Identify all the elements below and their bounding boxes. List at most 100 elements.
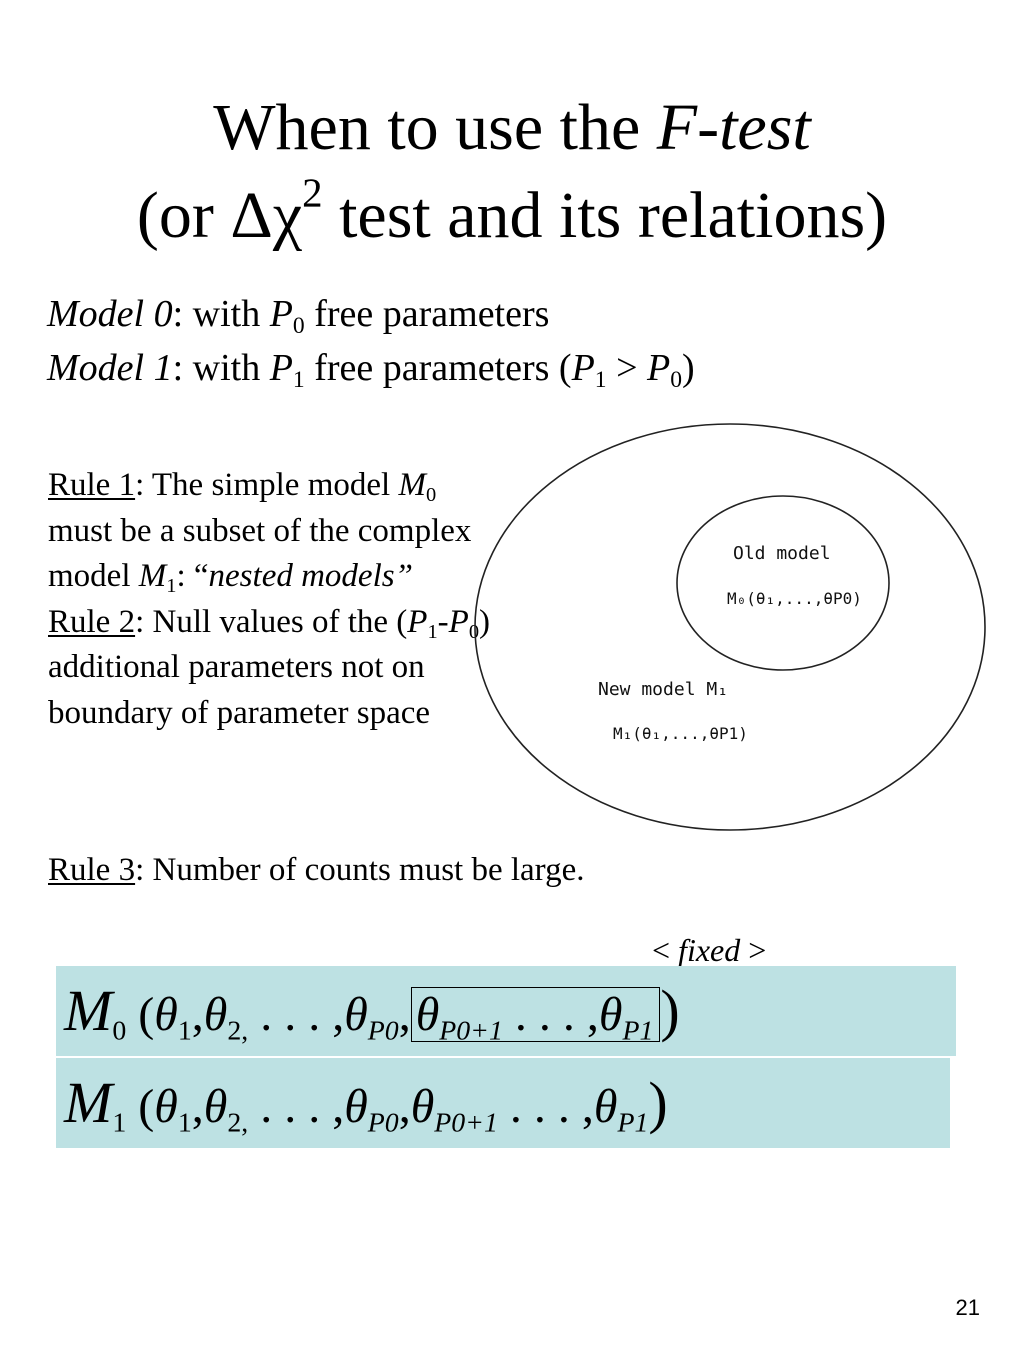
title-f-test: F-test xyxy=(656,91,811,164)
eq0-m-index: 0 xyxy=(112,1015,127,1047)
eq0-theta-p0: θ xyxy=(344,988,368,1041)
eq1-m: M xyxy=(64,1070,113,1135)
eq0-ellipsis-1: . . . , xyxy=(248,988,345,1041)
eq0-theta-2-index: 2, xyxy=(227,1015,249,1047)
eq0-theta-1: θ xyxy=(154,988,178,1041)
model-1-close: ) xyxy=(682,347,695,389)
title-rest: test and its relations) xyxy=(322,179,888,252)
rule-1-text-a: : The simple model xyxy=(135,467,399,503)
new-model-formula: M₁(θ₁,...,θP1) xyxy=(613,724,748,743)
eq1-close: ) xyxy=(648,1070,668,1135)
eq1-theta-p0-index: P0 xyxy=(367,1107,399,1139)
rule-2-dash: - xyxy=(437,603,449,640)
old-model-formula: M₀(θ₁,...,θP0) xyxy=(727,589,862,608)
fixed-close: > xyxy=(740,932,767,968)
eq1-open: ( xyxy=(126,1080,155,1133)
eq0-m: M xyxy=(64,978,113,1043)
page-number: 21 xyxy=(955,1295,980,1320)
equation-band-m1 xyxy=(56,1058,950,1148)
rule-1-m1: M xyxy=(138,558,167,594)
eq1-theta-p1-index: P1 xyxy=(617,1107,649,1139)
eq0-theta-p0p1-index: P0+1 xyxy=(439,1015,503,1047)
model-1-with: : with xyxy=(172,347,270,389)
eq1-ellipsis-1: . . . , xyxy=(248,1080,345,1133)
eq1-theta-p0p1-index: P0+1 xyxy=(434,1107,498,1139)
eq1-m-index: 1 xyxy=(112,1107,127,1139)
eq0-theta-1-index: 1 xyxy=(177,1015,192,1047)
rule-2-p1: P xyxy=(407,603,428,640)
slide-title-line-1: When to use the F-test xyxy=(0,88,1024,168)
rule-3-label: Rule 3 xyxy=(48,852,136,888)
equation-m0: M0 (θ1,θ2, . . . ,θP0,θP0+1 . . . ,θP1) xyxy=(64,966,680,1056)
eq0-open: ( xyxy=(126,988,155,1041)
eq0-ellipsis-2: . . . , xyxy=(502,988,599,1041)
equation-m1: M1 (θ1,θ2, . . . ,θP0,θP0+1 . . . ,θP1) xyxy=(64,1058,668,1148)
eq1-theta-p0p1: θ xyxy=(410,1080,435,1133)
model-1-cmp-left-index: 1 xyxy=(594,367,607,394)
model-1-param: P xyxy=(269,347,293,389)
model-0-with: : with xyxy=(172,293,270,335)
fixed-open: < xyxy=(652,932,679,968)
rules-block: Rule 1: The simple model M0 must be a su… xyxy=(48,463,498,736)
fixed-word: fixed xyxy=(678,932,741,968)
eq0-theta-p1: θ xyxy=(598,988,623,1041)
model-1-param-index: 1 xyxy=(292,367,305,394)
rule-2: Rule 2: Null values of the (P1-P0) addit… xyxy=(48,600,498,737)
model-0-param: P xyxy=(269,293,293,335)
model-0-tail: free parameters xyxy=(304,293,550,335)
nested-models-diagram: Old model M₀(θ₁,...,θP0) New model M₁ M₁… xyxy=(474,423,986,831)
old-model-ellipse xyxy=(676,495,890,671)
eq0-theta-2: θ xyxy=(203,988,228,1041)
title-open: (or xyxy=(136,179,231,252)
model-1-cmp-left: P xyxy=(571,347,595,389)
rule-3-text: : Number of counts must be large. xyxy=(135,852,585,888)
equation-band-m0 xyxy=(56,966,956,1056)
eq1-theta-p0: θ xyxy=(344,1080,368,1133)
model-0-param-index: 0 xyxy=(292,313,305,340)
eq0-close: ) xyxy=(660,978,680,1043)
rule-1-nested-models: nested models” xyxy=(208,558,413,594)
model-1-cmp-op: > xyxy=(606,347,648,389)
eq0-comma-2: , xyxy=(398,988,411,1041)
model-1-label: Model 1 xyxy=(47,347,173,389)
rule-1-m0-index: 0 xyxy=(425,484,437,507)
model-0-label: Model 0 xyxy=(47,293,173,335)
eq1-theta-1: θ xyxy=(154,1080,178,1133)
rule-1: Rule 1: The simple model M0 must be a su… xyxy=(48,463,498,600)
rule-1-text-b: must be a subset of the complex model xyxy=(48,512,472,595)
rule-1-m1-index: 1 xyxy=(166,575,177,598)
eq1-theta-2-index: 2, xyxy=(227,1107,249,1139)
fixed-annotation: < fixed > xyxy=(652,930,766,970)
rule-1-m0: M xyxy=(398,467,426,503)
rule-2-text-b: ) additional parameters not on boundary … xyxy=(48,603,491,731)
eq0-theta-p1-index: P1 xyxy=(622,1015,654,1047)
chi-exponent: 2 xyxy=(302,170,323,216)
eq0-theta-p0-index: P0 xyxy=(367,1015,399,1047)
rule-1-text-c: : “ xyxy=(176,558,209,594)
eq1-ellipsis-2: . . . , xyxy=(497,1080,594,1133)
new-model-label: New model M₁ xyxy=(598,679,728,700)
chi-symbol: χ xyxy=(272,179,303,252)
title-prefix: When to use the xyxy=(213,91,657,164)
eq1-theta-1-index: 1 xyxy=(177,1107,192,1139)
old-model-label: Old model xyxy=(733,543,831,564)
model-0-definition: Model 0: with P0 free parameters xyxy=(47,290,549,338)
eq0-comma-1: , xyxy=(191,988,204,1041)
model-1-definition: Model 1: with P1 free parameters (P1 > P… xyxy=(47,344,695,392)
model-1-cmp-right-index: 0 xyxy=(670,367,683,394)
rule-2-label: Rule 2 xyxy=(48,603,136,640)
new-model-ellipse xyxy=(474,423,986,831)
model-1-tail: free parameters ( xyxy=(304,347,572,389)
rule-3: Rule 3: Number of counts must be large. xyxy=(48,848,848,894)
rule-2-p0-index: 0 xyxy=(468,620,480,643)
rule-2-p0: P xyxy=(448,603,469,640)
rule-2-p1-index: 1 xyxy=(427,620,438,643)
eq1-theta-2: θ xyxy=(203,1080,228,1133)
eq1-theta-p1: θ xyxy=(593,1080,618,1133)
eq1-comma-2: , xyxy=(398,1080,411,1133)
rule-2-text-a: : Null values of the ( xyxy=(135,603,408,640)
fixed-parameters-box: θP0+1 . . . ,θP1 xyxy=(410,987,661,1045)
slide-title-line-2: (or Δχ2 test and its relations) xyxy=(0,172,1024,256)
eq1-comma-1: , xyxy=(191,1080,204,1133)
delta-symbol: Δ xyxy=(230,179,273,252)
